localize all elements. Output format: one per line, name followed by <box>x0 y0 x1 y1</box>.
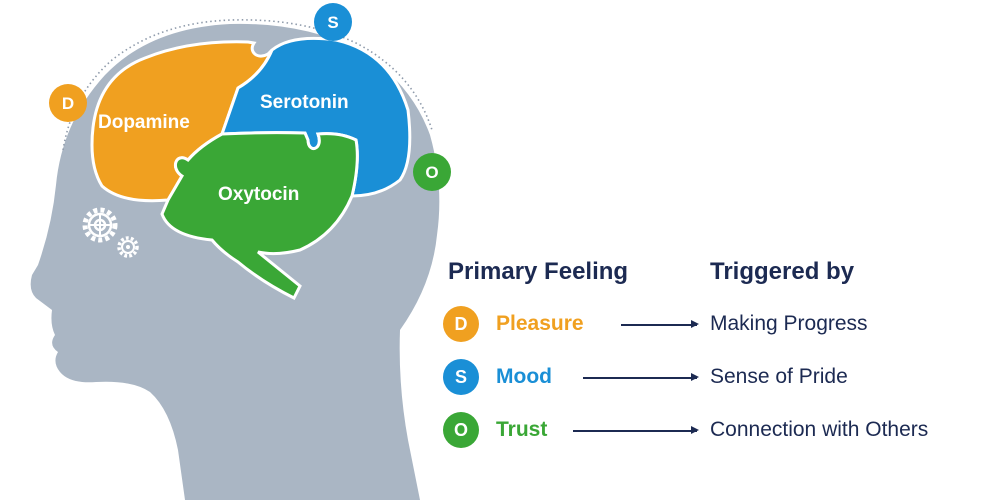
feeling-pleasure: Pleasure <box>496 312 584 335</box>
serotonin-badge-letter: S <box>327 13 338 32</box>
serotonin-badge: S <box>314 3 352 41</box>
gear-icon <box>82 207 118 243</box>
oxytocin-dot: O <box>443 412 479 448</box>
trigger-making-progress: Making Progress <box>710 312 868 335</box>
oxytocin-badge-letter: O <box>425 163 438 182</box>
feeling-mood: Mood <box>496 365 552 388</box>
dopamine-label: Dopamine <box>98 112 190 133</box>
arrow-icon <box>621 321 699 327</box>
legend-row-oxytocin: O Trust Connection with Others <box>443 410 993 450</box>
oxytocin-label: Oxytocin <box>218 184 299 205</box>
gear-icon <box>117 236 139 258</box>
legend-row-serotonin: S Mood Sense of Pride <box>443 357 993 397</box>
arrow-icon <box>573 427 699 433</box>
trigger-connection-with-others: Connection with Others <box>710 418 929 441</box>
dopamine-dot: D <box>443 306 479 342</box>
header-triggered-by: Triggered by <box>710 258 855 285</box>
trigger-sense-of-pride: Sense of Pride <box>710 365 848 388</box>
feeling-trust: Trust <box>496 418 548 441</box>
dopamine-badge: D <box>49 84 87 122</box>
legend: Primary Feeling Triggered by D Pleasure … <box>443 258 993 458</box>
header-primary-feeling: Primary Feeling <box>448 258 629 285</box>
serotonin-dot: S <box>443 359 479 395</box>
serotonin-label: Serotonin <box>260 92 349 113</box>
legend-row-dopamine: D Pleasure Making Progress <box>443 304 993 344</box>
dopamine-badge-letter: D <box>62 94 74 113</box>
oxytocin-lobe <box>160 131 359 301</box>
arrow-icon <box>583 374 699 380</box>
oxytocin-badge: O <box>413 153 451 191</box>
